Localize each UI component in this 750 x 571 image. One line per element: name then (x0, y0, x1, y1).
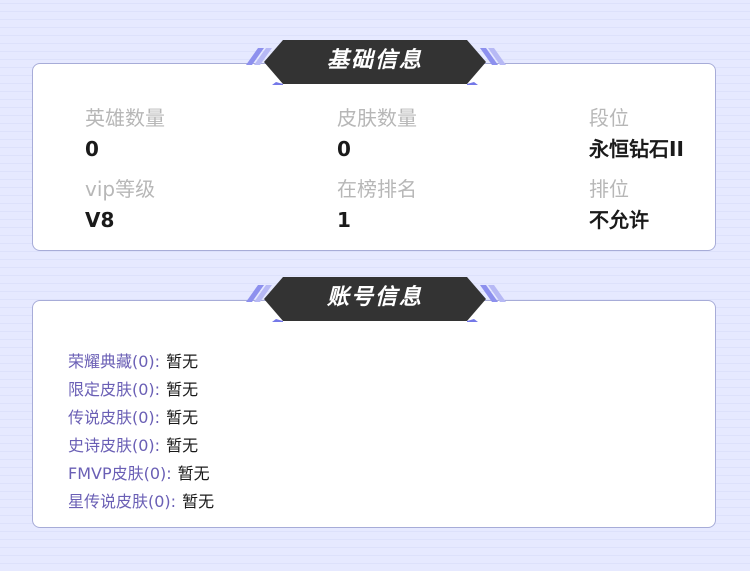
list-item: 星传说皮肤(0): 暂无 (68, 490, 214, 518)
list-item: 限定皮肤(0): 暂无 (68, 378, 214, 406)
list-item: 史诗皮肤(0): 暂无 (68, 434, 214, 462)
list-item-key: 星传说皮肤(0): (68, 492, 177, 511)
stat-value: 1 (337, 208, 351, 232)
basic-info-title: 基础信息 (326, 48, 423, 73)
stat-label: vip等级 (85, 177, 156, 201)
basic-info-header: 基础信息 (0, 38, 750, 86)
stat-ranked-allowed: 排位 不允许 (589, 177, 649, 232)
list-item-key: 限定皮肤(0): (68, 380, 161, 399)
basic-info-card (32, 63, 716, 251)
header-banner-decoration (246, 40, 506, 85)
stat-rank-tier: 段位 永恒钻石II (589, 106, 684, 161)
list-item-value: 暂无 (166, 380, 199, 399)
stat-hero-count: 英雄数量 0 (85, 106, 165, 161)
stat-value: 不允许 (589, 208, 649, 232)
stat-value: V8 (85, 208, 115, 232)
list-item-value: 暂无 (166, 436, 199, 455)
list-item-key: 荣耀典藏(0): (68, 352, 161, 371)
stat-value: 0 (85, 137, 99, 161)
stat-label: 皮肤数量 (337, 106, 417, 130)
list-item-value: 暂无 (182, 492, 215, 511)
stat-vip-level: vip等级 V8 (85, 177, 155, 232)
account-info-header: 账号信息 (0, 275, 750, 323)
stat-value: 永恒钻石II (589, 137, 684, 161)
stat-skin-count: 皮肤数量 0 (337, 106, 417, 161)
list-item-value: 暂无 (177, 464, 210, 483)
header-banner-decoration (246, 277, 506, 322)
list-item: 传说皮肤(0): 暂无 (68, 406, 214, 434)
stat-leaderboard-rank: 在榜排名 1 (337, 177, 417, 232)
list-item: 荣耀典藏(0): 暂无 (68, 350, 214, 378)
account-info-title: 账号信息 (326, 285, 423, 310)
list-item-key: 传说皮肤(0): (68, 408, 161, 427)
account-info-card (32, 300, 716, 528)
list-item-value: 暂无 (166, 408, 199, 427)
stat-label: 在榜排名 (337, 177, 417, 201)
list-item-value: 暂无 (166, 352, 199, 371)
stat-label: 段位 (589, 106, 629, 130)
account-skin-list: 荣耀典藏(0): 暂无 限定皮肤(0): 暂无 传说皮肤(0): 暂无 史诗皮肤(0)… (68, 350, 214, 518)
stat-label: 排位 (589, 177, 629, 201)
list-item: FMVP皮肤(0): 暂无 (68, 462, 214, 490)
list-item-key: 史诗皮肤(0): (68, 436, 161, 455)
list-item-key: FMVP皮肤(0): (68, 464, 172, 483)
stat-label: 英雄数量 (85, 106, 165, 130)
stat-value: 0 (337, 137, 351, 161)
